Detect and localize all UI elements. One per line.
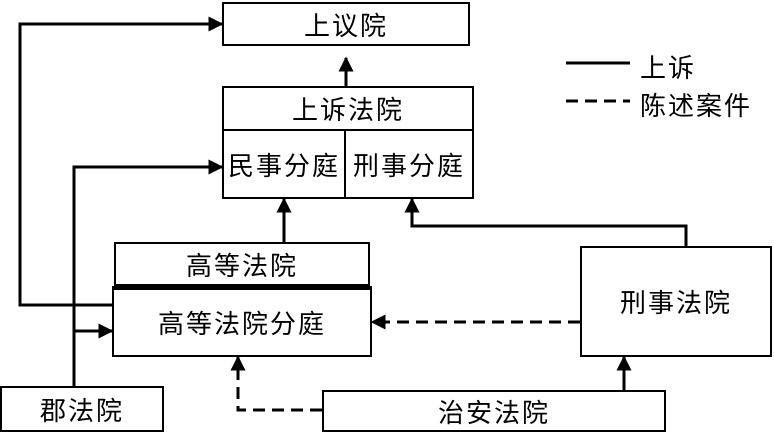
high-court-divisions-label: 高等法院分庭: [157, 310, 326, 340]
legend-appeal-label: 上诉: [640, 54, 697, 84]
high-court-divisions-box: 高等法院分庭: [112, 286, 372, 357]
criminal-division-box: 刑事分庭: [344, 129, 474, 199]
house-of-lords-box: 上议院: [222, 2, 470, 46]
appeal-arrow-high-court-to-lords: [18, 16, 224, 307]
civil-division-label: 民事分庭: [227, 151, 340, 182]
house-of-lords-label: 上议院: [303, 11, 388, 42]
magistrates-court-box: 治安法院: [322, 390, 666, 432]
civil-division-box: 民事分庭: [222, 129, 346, 199]
court-of-appeal-label: 上诉法院: [291, 96, 404, 126]
appeal-arrow-county-to-civil: [72, 159, 224, 386]
court-of-appeal-box: 上诉法院: [222, 86, 474, 131]
high-court-label: 高等法院: [185, 251, 298, 282]
crown-court-box: 刑事法院: [580, 246, 772, 357]
case-stated-arrow-magistrates-to-high-court: [230, 355, 322, 412]
legend-case-stated-label: 陈述案件: [640, 92, 753, 122]
crown-court-label: 刑事法院: [619, 289, 732, 319]
magistrates-court-label: 治安法院: [437, 398, 550, 429]
appeal-arrow-crown-to-criminal: [404, 197, 688, 246]
criminal-division-label: 刑事分庭: [352, 151, 465, 182]
county-court-label: 郡法院: [39, 396, 124, 427]
county-court-box: 郡法院: [0, 386, 164, 432]
high-court-box: 高等法院: [114, 242, 370, 286]
